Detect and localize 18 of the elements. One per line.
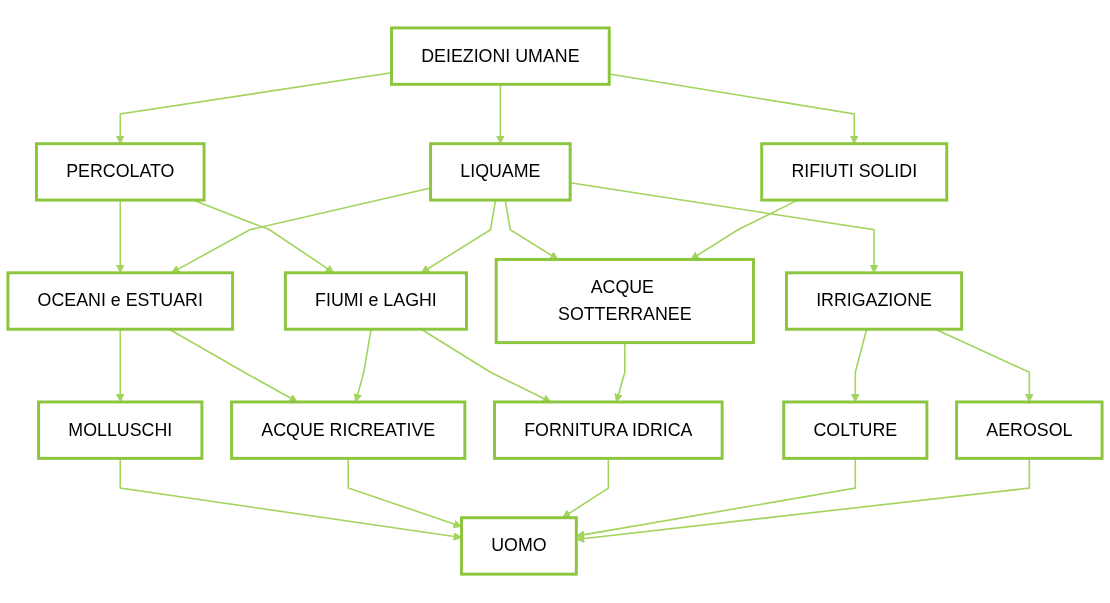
node-box: AEROSOL <box>955 400 1104 461</box>
node-box: LIQUAME <box>429 142 572 203</box>
node-box: UOMO <box>460 516 578 577</box>
node-box: ACQUE SOTTERRANEE <box>494 258 755 345</box>
node-box: ACQUE RICREATIVE <box>230 400 467 461</box>
arrow <box>562 458 610 519</box>
node-box: PERCOLATO <box>34 142 206 203</box>
node-box: RIFIUTI SOLIDI <box>760 142 949 203</box>
node-box: IRRIGAZIONE <box>784 271 964 332</box>
node-box: COLTURE <box>782 400 929 461</box>
node-box: FIUMI e LAGHI <box>283 271 468 332</box>
node-box: FORNITURA IDRICA <box>493 400 724 461</box>
arrow <box>119 458 462 542</box>
node-box: MOLLUSCHI <box>37 400 204 461</box>
node-box: OCEANI e ESTUARI <box>6 271 235 332</box>
arrow <box>347 458 462 529</box>
arrow <box>496 84 505 145</box>
node-box: DEIEZIONI UMANE <box>390 26 611 87</box>
